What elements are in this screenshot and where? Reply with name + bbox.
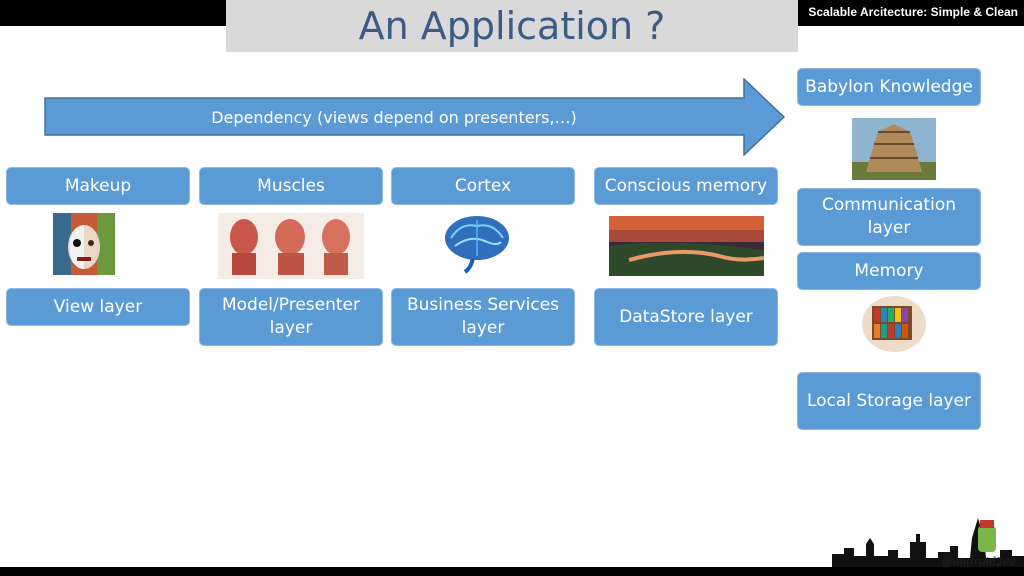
conscious-memory-box: Conscious memory	[594, 167, 778, 205]
babylon-knowledge-box: Babylon Knowledge	[797, 68, 981, 106]
memory-box: Memory	[797, 252, 981, 290]
dependency-label: Dependency (views depend on presenters,……	[211, 108, 577, 127]
bookshelf-head-image	[856, 294, 932, 356]
author-handle: @android2ee	[941, 555, 1016, 568]
makeup-box: Makeup	[6, 167, 190, 205]
model-presenter-layer-box: Model/Presenter layer	[199, 288, 383, 346]
communication-layer-box: Communication layer	[797, 188, 981, 246]
cortex-box: Cortex	[391, 167, 575, 205]
local-storage-layer-box: Local Storage layer	[797, 372, 981, 430]
muscles-anatomy-image	[218, 213, 364, 279]
muscles-box: Muscles	[199, 167, 383, 205]
brain-image	[441, 212, 513, 274]
datastore-layer-box: DataStore layer	[594, 288, 778, 346]
slide-title: An Application ?	[358, 4, 666, 48]
tower-of-babel-image	[852, 118, 936, 180]
slide-header-tag: Scalable Arcitecture: Simple & Clean	[808, 5, 1018, 19]
makeup-face-image	[53, 213, 115, 275]
footer-bar	[0, 567, 1024, 576]
business-services-layer-box: Business Services layer	[391, 288, 575, 346]
landscape-image	[609, 216, 764, 276]
title-background	[226, 0, 798, 52]
dependency-arrow	[44, 78, 786, 156]
view-layer-box: View layer	[6, 288, 190, 326]
paris-skyline-graphic	[832, 518, 1024, 568]
